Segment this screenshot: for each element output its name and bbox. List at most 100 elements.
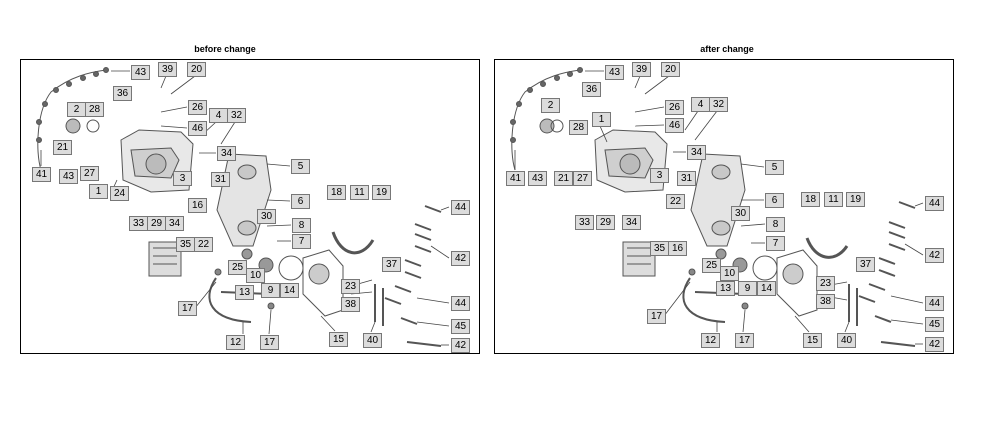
part-callout-28: 28 bbox=[85, 102, 104, 117]
part-callout-29: 29 bbox=[596, 215, 615, 230]
part-callout-31: 31 bbox=[677, 171, 696, 186]
part-callout-40: 40 bbox=[363, 333, 382, 348]
part-callout-29: 29 bbox=[147, 216, 166, 231]
part-callout-46: 46 bbox=[188, 121, 207, 136]
part-callout-14: 14 bbox=[757, 281, 776, 296]
part-callout-38: 38 bbox=[816, 294, 835, 309]
part-callout-36: 36 bbox=[582, 82, 601, 97]
part-callout-42: 42 bbox=[451, 251, 470, 266]
part-callout-30: 30 bbox=[731, 206, 750, 221]
part-callout-9: 9 bbox=[261, 283, 280, 298]
part-callout-1: 1 bbox=[592, 112, 611, 127]
part-callout-34: 34 bbox=[622, 215, 641, 230]
part-callout-37: 37 bbox=[382, 257, 401, 272]
part-callout-14: 14 bbox=[280, 283, 299, 298]
part-callout-21: 21 bbox=[53, 140, 72, 155]
part-callout-24: 24 bbox=[110, 186, 129, 201]
part-callout-41: 41 bbox=[32, 167, 51, 182]
part-callout-18: 18 bbox=[801, 192, 820, 207]
part-callout-6: 6 bbox=[765, 193, 784, 208]
part-callout-17: 17 bbox=[735, 333, 754, 348]
part-callout-44: 44 bbox=[925, 296, 944, 311]
part-callout-45: 45 bbox=[925, 317, 944, 332]
part-callout-4: 4 bbox=[691, 97, 710, 112]
part-callout-12: 12 bbox=[226, 335, 245, 350]
panel-title-after: after change bbox=[700, 44, 754, 54]
part-callout-15: 15 bbox=[329, 332, 348, 347]
part-callout-27: 27 bbox=[573, 171, 592, 186]
part-callout-16: 16 bbox=[188, 198, 207, 213]
part-callout-44: 44 bbox=[925, 196, 944, 211]
part-callout-17: 17 bbox=[260, 335, 279, 350]
part-callout-46: 46 bbox=[665, 118, 684, 133]
part-callout-34: 34 bbox=[165, 216, 184, 231]
part-callout-9: 9 bbox=[738, 281, 757, 296]
part-callout-43: 43 bbox=[59, 169, 78, 184]
part-callout-43: 43 bbox=[528, 171, 547, 186]
part-callout-23: 23 bbox=[341, 279, 360, 294]
part-callout-39: 39 bbox=[158, 62, 177, 77]
part-callout-23: 23 bbox=[816, 276, 835, 291]
part-callout-32: 32 bbox=[227, 108, 246, 123]
part-callout-45: 45 bbox=[451, 319, 470, 334]
part-callout-2: 2 bbox=[67, 102, 86, 117]
part-callout-31: 31 bbox=[211, 172, 230, 187]
part-callout-20: 20 bbox=[661, 62, 680, 77]
part-callout-17: 17 bbox=[647, 309, 666, 324]
part-callout-39: 39 bbox=[632, 62, 651, 77]
part-callout-30: 30 bbox=[257, 209, 276, 224]
part-callout-44: 44 bbox=[451, 200, 470, 215]
part-callout-41: 41 bbox=[506, 171, 525, 186]
part-callout-35: 35 bbox=[650, 241, 669, 256]
part-callout-16: 16 bbox=[668, 241, 687, 256]
part-callout-4: 4 bbox=[209, 108, 228, 123]
part-callout-22: 22 bbox=[194, 237, 213, 252]
part-callout-43: 43 bbox=[605, 65, 624, 80]
part-callout-35: 35 bbox=[176, 237, 195, 252]
part-callout-10: 10 bbox=[246, 268, 265, 283]
part-callout-13: 13 bbox=[235, 285, 254, 300]
part-callout-5: 5 bbox=[765, 160, 784, 175]
part-callout-43: 43 bbox=[131, 65, 150, 80]
part-callout-42: 42 bbox=[451, 338, 470, 353]
part-callout-25: 25 bbox=[702, 258, 721, 273]
part-callout-33: 33 bbox=[129, 216, 148, 231]
part-callout-11: 11 bbox=[350, 185, 369, 200]
part-callout-34: 34 bbox=[217, 146, 236, 161]
part-callout-12: 12 bbox=[701, 333, 720, 348]
part-callout-26: 26 bbox=[188, 100, 207, 115]
part-callout-42: 42 bbox=[925, 337, 944, 352]
part-callout-20: 20 bbox=[187, 62, 206, 77]
part-callout-26: 26 bbox=[665, 100, 684, 115]
part-callout-6: 6 bbox=[291, 194, 310, 209]
part-callout-18: 18 bbox=[327, 185, 346, 200]
part-callout-25: 25 bbox=[228, 260, 247, 275]
part-callout-17: 17 bbox=[178, 301, 197, 316]
part-callout-42: 42 bbox=[925, 248, 944, 263]
part-callout-3: 3 bbox=[650, 168, 669, 183]
part-callout-38: 38 bbox=[341, 297, 360, 312]
part-callout-33: 33 bbox=[575, 215, 594, 230]
part-callout-3: 3 bbox=[173, 171, 192, 186]
part-callout-15: 15 bbox=[803, 333, 822, 348]
part-callout-8: 8 bbox=[766, 217, 785, 232]
part-callout-32: 32 bbox=[709, 97, 728, 112]
part-callout-37: 37 bbox=[856, 257, 875, 272]
part-callout-36: 36 bbox=[113, 86, 132, 101]
part-callout-10: 10 bbox=[720, 266, 739, 281]
panel-title-before: before change bbox=[194, 44, 256, 54]
part-callout-5: 5 bbox=[291, 159, 310, 174]
part-callout-19: 19 bbox=[372, 185, 391, 200]
part-callout-34: 34 bbox=[687, 145, 706, 160]
part-callout-7: 7 bbox=[292, 234, 311, 249]
part-callout-1: 1 bbox=[89, 184, 108, 199]
part-callout-28: 28 bbox=[569, 120, 588, 135]
exploded-parts-drawing bbox=[510, 67, 924, 347]
part-callout-22: 22 bbox=[666, 194, 685, 209]
part-callout-7: 7 bbox=[766, 236, 785, 251]
part-callout-11: 11 bbox=[824, 192, 843, 207]
part-callout-8: 8 bbox=[292, 218, 311, 233]
part-callout-40: 40 bbox=[837, 333, 856, 348]
